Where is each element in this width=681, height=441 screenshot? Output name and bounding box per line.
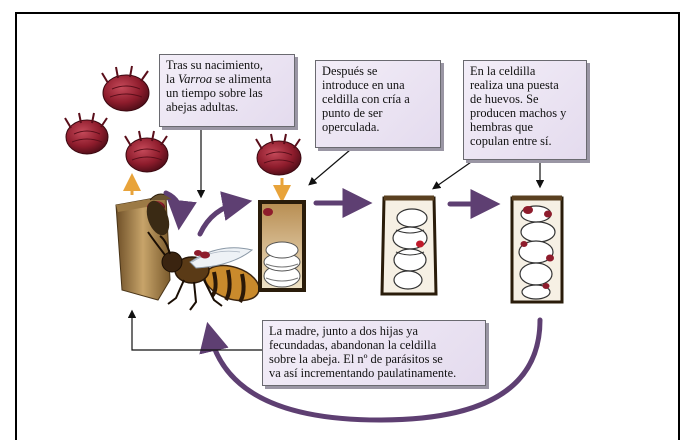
sealed-cell-icon	[380, 195, 438, 296]
callout-line: un tiempo sobre las	[166, 86, 263, 100]
varroa-term: Varroa	[178, 72, 213, 86]
varroa-mite-icon	[101, 65, 150, 112]
callout-line: punto de ser	[322, 106, 383, 120]
varroa-mite-icon	[255, 133, 302, 176]
emerging-bee-icon	[146, 193, 175, 236]
callout-line: copulan entre sí.	[470, 134, 552, 148]
callout-line: Después se	[322, 64, 378, 78]
callout-line: fecundadas, abandonan la celdilla	[269, 338, 437, 352]
callout-despues: Después se introduce en una celdilla con…	[315, 60, 441, 148]
callout-line: va así incrementando paulatinamente.	[269, 366, 457, 380]
callout-line: sobre la abeja. El nº de parásitos se	[269, 352, 443, 366]
callout-line: En la celdilla	[470, 64, 536, 78]
adult-bee-icon	[147, 231, 260, 311]
callout-text: la	[166, 72, 179, 86]
callout-line: abejas adultas.	[166, 100, 239, 114]
flow-arrow-icon	[199, 317, 543, 423]
varroa-mite-icon	[64, 112, 109, 155]
pointer-line	[432, 159, 475, 190]
callout-line: hembras que	[470, 120, 533, 134]
callout-line: producen machos y	[470, 106, 567, 120]
flow-arrow-icon	[163, 190, 197, 231]
callout-line: Tras su nacimiento,	[166, 58, 263, 72]
callout-nacimiento: Tras su nacimiento, la Varroa se aliment…	[159, 54, 295, 127]
flow-arrow-icon	[197, 191, 253, 237]
callout-line: introduce en una	[322, 78, 405, 92]
pointer-line	[127, 309, 262, 351]
callout-line: celdilla con cría a	[322, 92, 410, 106]
callout-line: operculada.	[322, 120, 380, 134]
pointer-line	[308, 149, 351, 186]
infested-cell-icon	[510, 195, 564, 304]
callout-text: se alimenta	[212, 72, 272, 86]
varroa-mite-icon	[124, 130, 169, 173]
callout-line: de huevos. Se	[470, 92, 539, 106]
callout-line: realiza una puesta	[470, 78, 559, 92]
callout-line: la Varroa se alimenta	[166, 72, 288, 86]
brood-cell-icon	[258, 200, 306, 292]
callout-celdilla: En la celdilla realiza una puesta de hue…	[463, 60, 587, 160]
callout-madre: La madre, junto a dos hijas ya fecundada…	[262, 320, 486, 386]
callout-line: La madre, junto a dos hijas ya	[269, 324, 418, 338]
